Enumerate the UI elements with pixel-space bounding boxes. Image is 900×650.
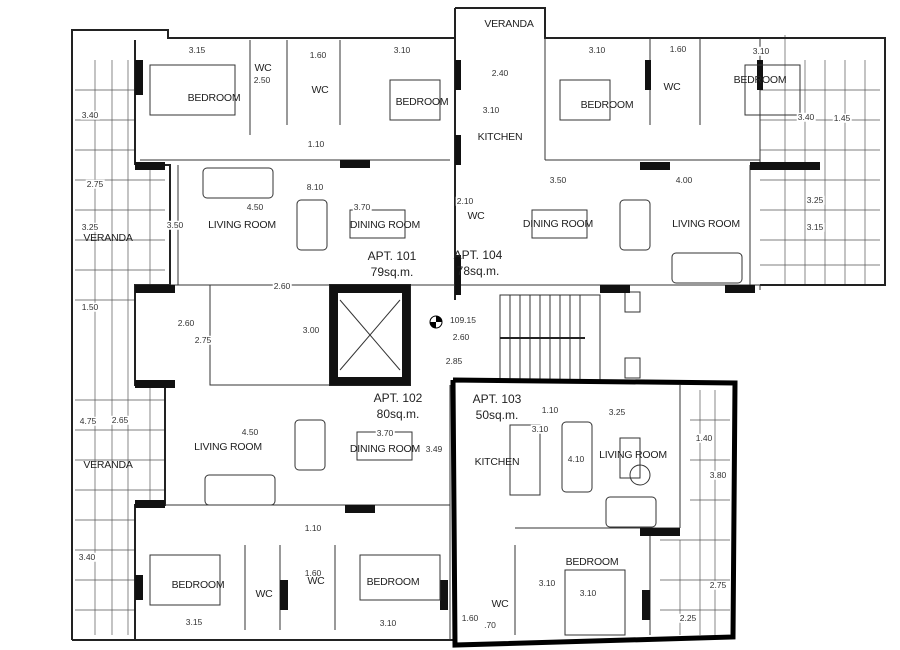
room-label: LIVING ROOM [672,217,740,230]
apartment-name: APT. 102 [373,391,423,405]
apartment-name: APT. 104 [453,248,503,262]
dimension-label: 2.60 [272,280,292,291]
dimension-label: 3.10 [751,45,771,56]
dimension-label: 1.60 [303,567,323,578]
apt-103-highlight-border[interactable] [450,377,738,648]
dimension-label: 4.50 [240,426,260,437]
room-label: WC [254,61,272,74]
room-label: VERANDA [484,17,534,30]
dimension-label: 4.00 [674,174,694,185]
dimension-label: 1.60 [460,612,480,623]
dimension-label: 3.10 [587,44,607,55]
dimension-label: 3.50 [165,219,185,230]
dimension-label: 3.10 [530,423,550,434]
dimension-label: 1.50 [80,301,100,312]
dimension-label: 4.50 [245,201,265,212]
dimension-label: 3.00 [301,324,321,335]
dimension-label: 4.75 [78,415,98,426]
apartment-area: 80sq.m. [376,407,420,421]
dimension-label: 8.10 [305,181,325,192]
room-label: VERANDA [83,458,133,471]
dimension-label: 3.10 [537,577,557,588]
dimension-label: 109.15 [449,314,477,325]
dimension-label: 3.10 [481,104,501,115]
dimension-label: 2.65 [110,414,130,425]
room-label: WC [663,80,681,93]
room-label: BEDROOM [733,73,787,86]
staircase [499,291,641,381]
dimension-label: 3.10 [578,587,598,598]
dimension-label: 1.40 [694,432,714,443]
room-label: KITCHEN [474,455,520,468]
room-label: DINING ROOM [349,218,421,231]
room-label: BEDROOM [187,91,241,104]
dimension-label: 2.60 [176,317,196,328]
room-label: VERANDA [83,231,133,244]
dimension-label: .70 [483,619,497,630]
dimension-label: 2.75 [85,178,105,189]
furniture [149,64,801,636]
dimension-label: 2.40 [490,67,510,78]
dimension-label: 3.80 [708,469,728,480]
room-label: WC [255,587,273,600]
room-label: WC [491,597,509,610]
dimension-label: 2.25 [678,612,698,623]
apartment-area: 78sq.m. [456,264,500,278]
room-label: BEDROOM [565,555,619,568]
dimension-label: 2.60 [451,331,471,342]
dimension-label: 1.10 [306,138,326,149]
room-label: DINING ROOM [522,217,594,230]
structural-columns [135,60,820,620]
room-label: LIVING ROOM [194,440,262,453]
room-label: WC [467,209,485,222]
dimension-label: 1.60 [668,43,688,54]
dimension-label: 3.10 [392,44,412,55]
dimension-label: 1.10 [303,522,323,533]
dimension-label: 3.40 [80,109,100,120]
dimension-label: 3.40 [796,111,816,122]
dimension-label: 3.70 [352,201,372,212]
room-label: LIVING ROOM [208,218,276,231]
dimension-label: 3.15 [184,616,204,627]
veranda-tiles-right [660,35,880,635]
dimension-label: 3.25 [80,221,100,232]
apartment-area: 79sq.m. [370,265,414,279]
dimension-label: 3.70 [375,427,395,438]
room-label: BEDROOM [580,98,634,111]
veranda-tiles-left [75,60,165,635]
dimension-label: 1.45 [832,112,852,123]
dimension-label: 3.15 [187,44,207,55]
apartment-name: APT. 103 [472,392,522,406]
dimension-label: 3.25 [805,194,825,205]
room-label: WC [307,574,325,587]
apartment-name: APT. 101 [367,249,417,263]
dimension-label: 2.50 [252,74,272,85]
room-label: KITCHEN [477,130,523,143]
room-label: WC [311,83,329,96]
dimension-label: 3.25 [607,406,627,417]
dimension-label: 2.10 [455,195,475,206]
dimension-label: 4.10 [566,453,586,464]
dimension-label: 2.75 [708,579,728,590]
room-label: BEDROOM [171,578,225,591]
dimension-label: 1.10 [540,404,560,415]
dimension-label: 2.85 [444,355,464,366]
dimension-label: 3.10 [378,617,398,628]
dimension-label: 1.60 [308,49,328,60]
dimension-label: 2.75 [193,334,213,345]
dimension-label: 3.15 [805,221,825,232]
room-label: LIVING ROOM [599,448,667,461]
dimension-label: 3.50 [548,174,568,185]
room-label: BEDROOM [366,575,420,588]
level-marker-icon [429,315,443,329]
room-label: BEDROOM [395,95,449,108]
dimension-label: 3.40 [77,551,97,562]
room-label: DINING ROOM [349,442,421,455]
dimension-label: 3.49 [424,443,444,454]
apartment-area: 50sq.m. [475,408,519,422]
